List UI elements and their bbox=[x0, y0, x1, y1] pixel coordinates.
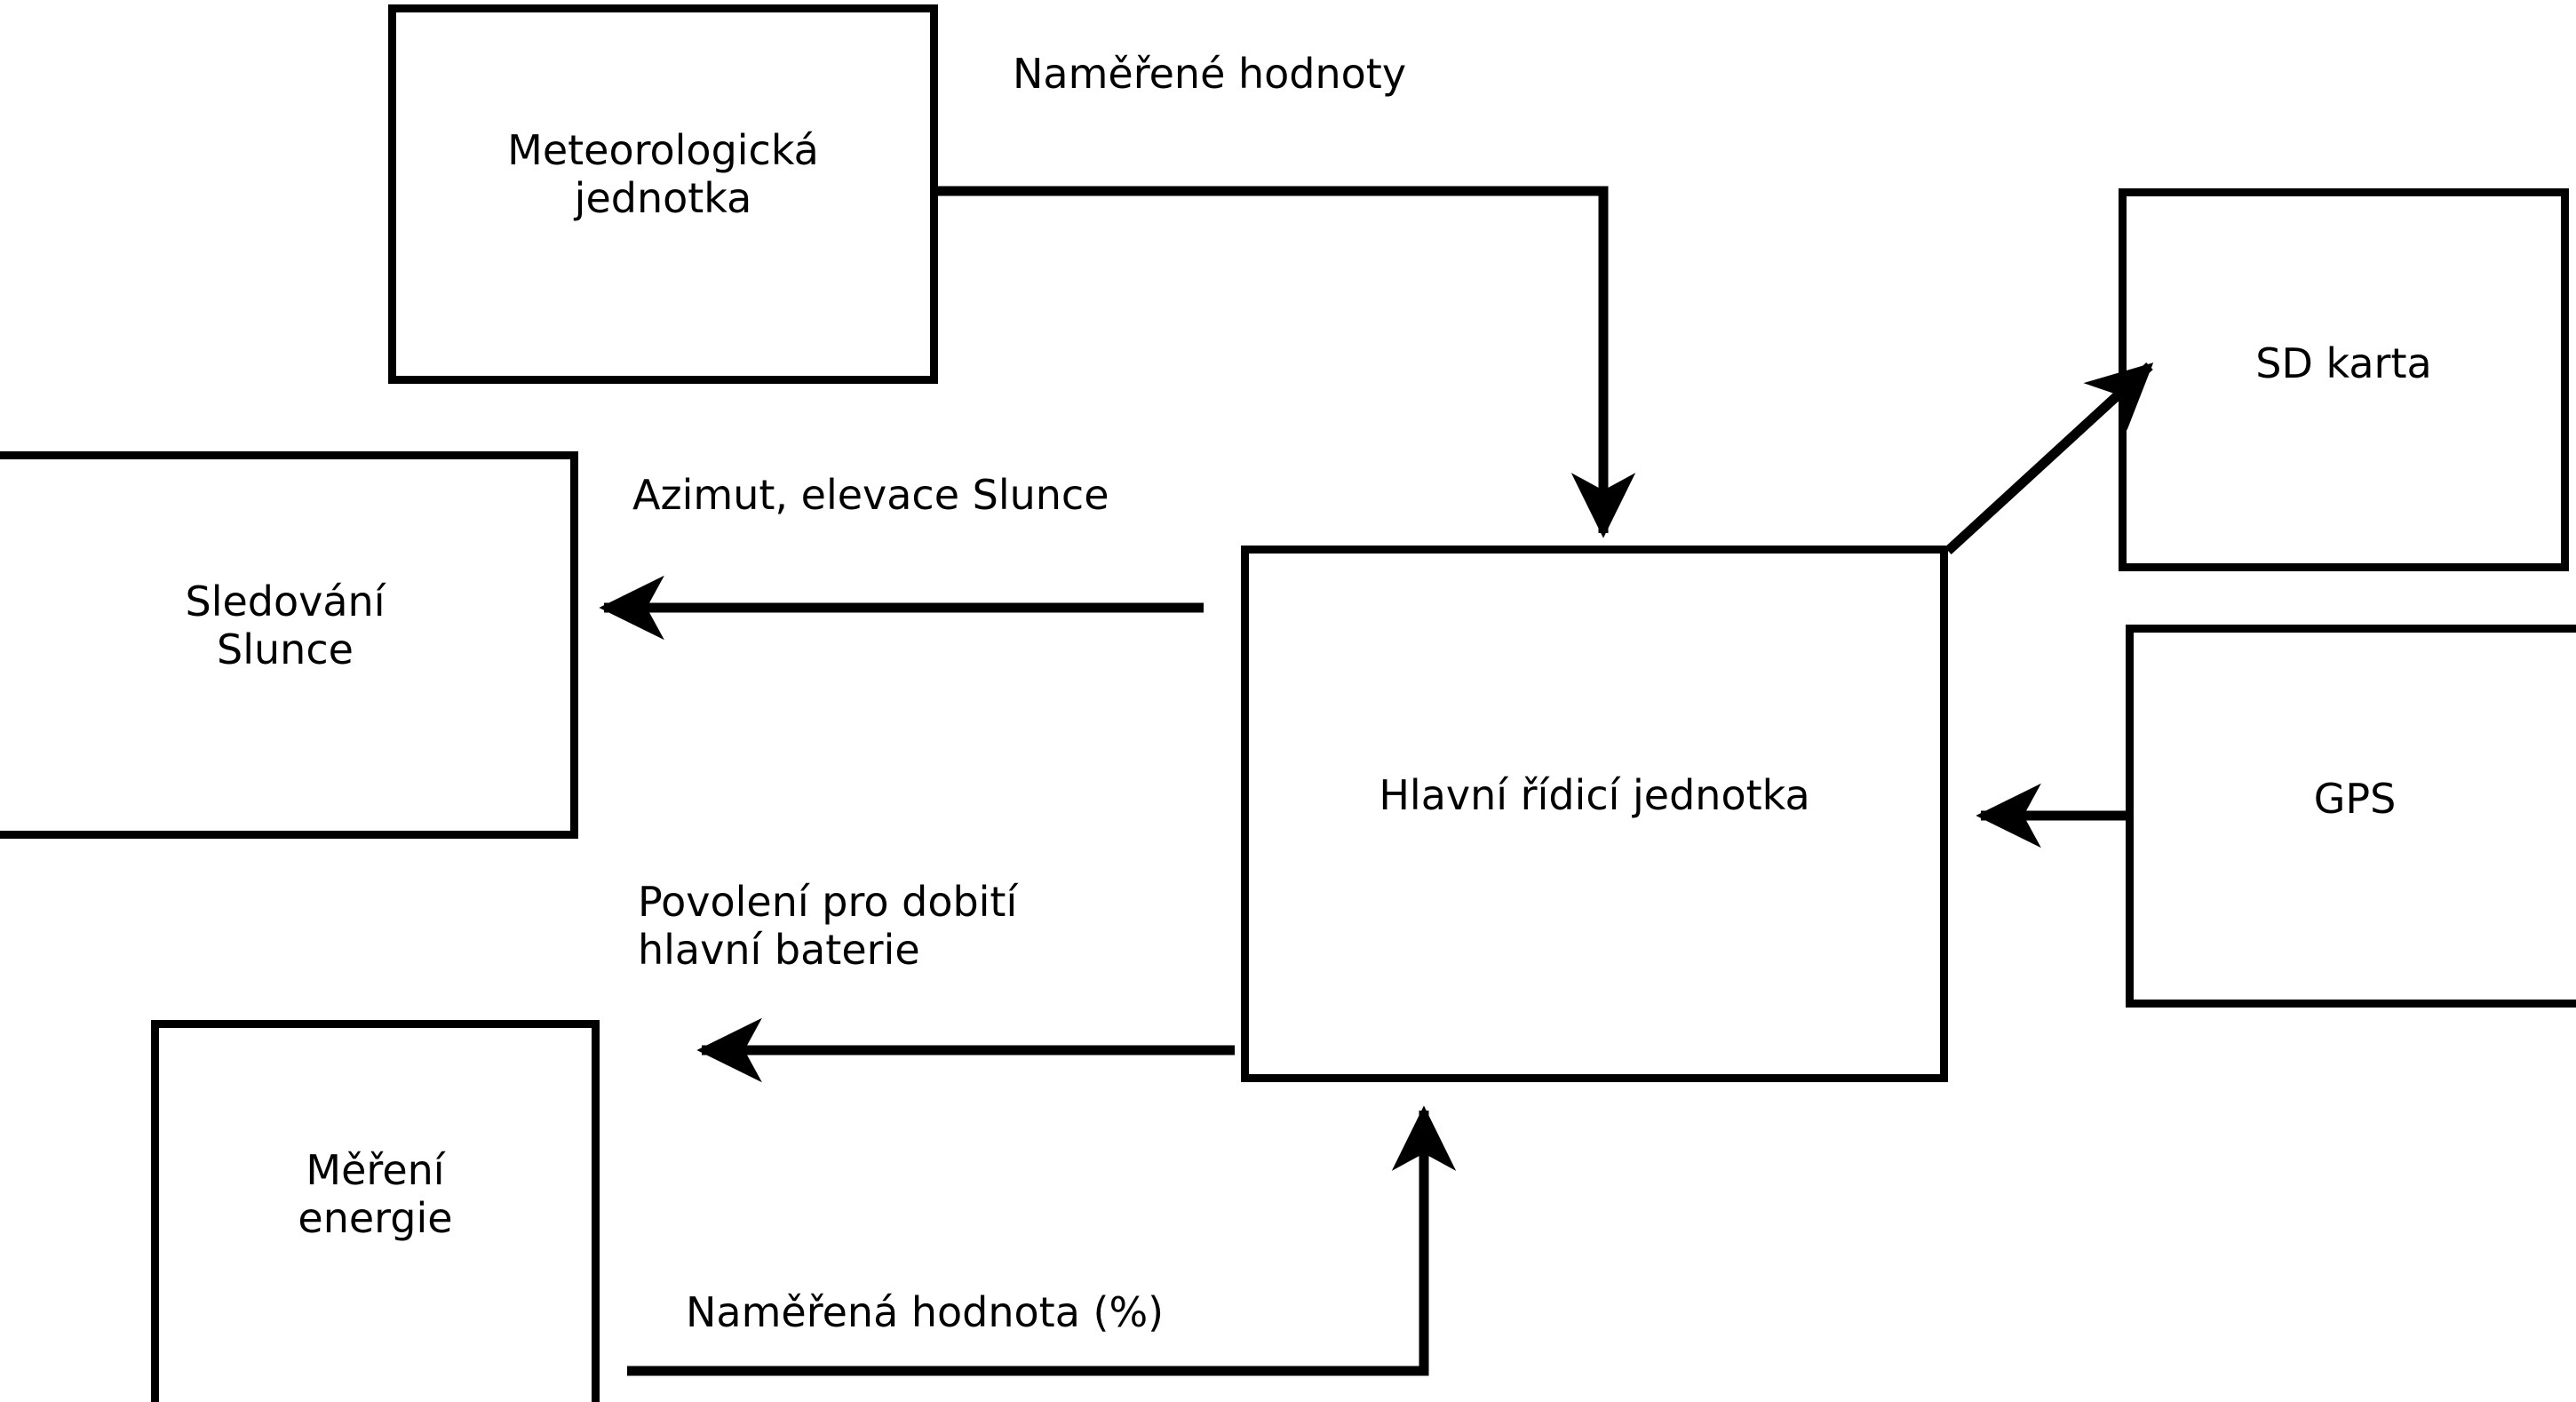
node-sledovani-slunce[interactable] bbox=[0, 451, 578, 839]
node-gps[interactable] bbox=[2126, 625, 2576, 1008]
node-meteorologicka-jednotka[interactable] bbox=[388, 4, 938, 384]
node-sd-karta[interactable] bbox=[2119, 188, 2569, 571]
node-mereni-energie[interactable] bbox=[151, 1020, 600, 1402]
node-hlavni-ridici-jednotka[interactable] bbox=[1241, 546, 1948, 1082]
connector-meteo-to-main bbox=[938, 186, 1636, 538]
connector-main-to-sdcard bbox=[1944, 362, 2154, 555]
connector-energy-to-main bbox=[627, 1105, 1457, 1376]
